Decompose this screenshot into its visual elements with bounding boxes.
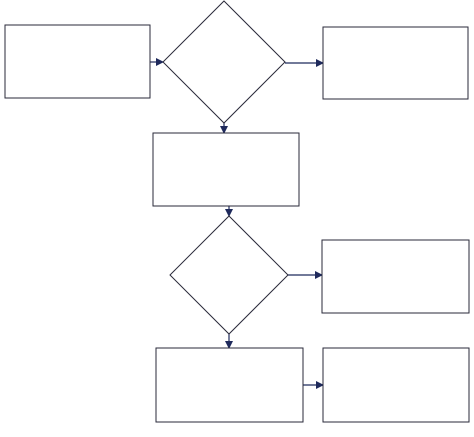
edges-layer xyxy=(150,58,324,389)
process-4-box xyxy=(321,239,470,314)
decision-1-diamond xyxy=(162,0,286,124)
process-1-box xyxy=(4,24,151,99)
nodes-layer xyxy=(4,0,470,423)
process-6-box xyxy=(322,347,470,423)
decision-2-diamond xyxy=(169,215,289,335)
process-3-box xyxy=(152,132,300,207)
process-5-box xyxy=(155,347,304,423)
process-2-box xyxy=(322,26,469,100)
